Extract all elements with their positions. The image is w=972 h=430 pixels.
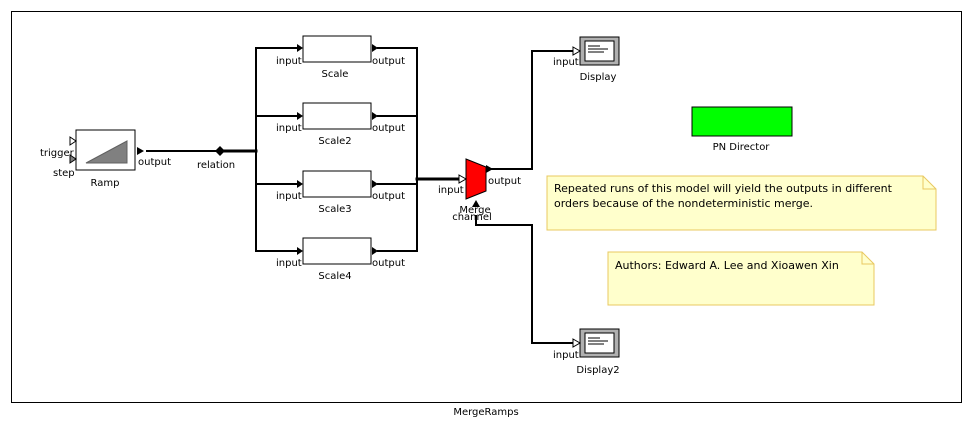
scale-actor-3[interactable] — [297, 170, 378, 198]
wire-channel-display2[interactable] — [475, 215, 574, 344]
display-actor-1[interactable] — [572, 36, 620, 66]
note-authors-box[interactable] — [607, 251, 875, 306]
wires — [146, 47, 574, 344]
note-authors-text: Authors: Edward A. Lee and Xioawen Xin — [615, 259, 839, 272]
merge-input-port[interactable] — [458, 174, 468, 184]
scale-input-port[interactable] — [297, 180, 303, 188]
scale4-name: Scale4 — [318, 271, 352, 282]
ramp-name: Ramp — [90, 178, 120, 189]
scale-actor-1[interactable] — [297, 35, 378, 63]
merge-channel-port[interactable] — [472, 200, 480, 207]
scale4-output-label: output — [372, 258, 405, 269]
ramp-output-label: output — [138, 157, 171, 168]
ramp-step-label: step — [53, 168, 75, 179]
scale3-input-label: input — [276, 191, 302, 202]
scale4-input-label: input — [276, 258, 302, 269]
scale-body[interactable] — [302, 35, 372, 63]
director-label: PN Director — [712, 142, 770, 153]
model-title: MergeRamps — [453, 407, 519, 418]
note-nondeterminism-box[interactable] — [546, 175, 937, 231]
scale2-input-label: input — [276, 123, 302, 134]
scale3-name: Scale3 — [318, 204, 352, 215]
ramp-step-port[interactable] — [69, 154, 77, 164]
display-screen-icon — [584, 40, 615, 62]
scale-output-port[interactable] — [372, 180, 378, 188]
scale-body[interactable] — [302, 170, 372, 198]
display-actor-2[interactable] — [572, 328, 620, 358]
display2-name: Display2 — [576, 365, 620, 376]
scale-name: Scale — [321, 69, 349, 80]
merge-input-label: input — [438, 185, 464, 196]
scale2-name: Scale2 — [318, 136, 352, 147]
merge-output-port[interactable] — [486, 165, 493, 173]
scale3-output-label: output — [372, 191, 405, 202]
director-block[interactable] — [691, 106, 793, 137]
display-input-port[interactable] — [572, 46, 582, 56]
merge-actor[interactable] — [458, 158, 493, 207]
scale-body[interactable] — [302, 102, 372, 130]
wire-merge-display[interactable] — [491, 50, 574, 170]
display-screen-icon — [584, 332, 615, 354]
scale-body[interactable] — [302, 237, 372, 265]
display-input-port[interactable] — [572, 338, 582, 348]
relation-name: relation — [196, 160, 236, 171]
scale-output-port[interactable] — [372, 247, 378, 255]
model-frame — [11, 11, 962, 403]
display-name: Display — [579, 72, 617, 83]
scale2-output-label: output — [372, 123, 405, 134]
scale-output-port[interactable] — [372, 112, 378, 120]
merge-channel-label: channel — [452, 212, 492, 223]
relation-diamond[interactable] — [215, 146, 225, 156]
note-nondeterminism-text: Repeated runs of this model will yield t… — [554, 182, 892, 210]
scale-input-port[interactable] — [297, 112, 303, 120]
scale-output-label: output — [372, 56, 405, 67]
ramp-actor[interactable] — [69, 129, 144, 171]
scale-output-port[interactable] — [372, 44, 378, 52]
scale-actor-2[interactable] — [297, 102, 378, 130]
scale-input-port[interactable] — [297, 247, 303, 255]
ramp-icon — [85, 140, 128, 164]
ramp-trigger-label: trigger — [40, 148, 74, 159]
merge-body[interactable] — [465, 158, 487, 200]
display-input-label: input — [553, 57, 579, 68]
ramp-trigger-port[interactable] — [69, 136, 77, 146]
merge-name: Merge — [459, 205, 491, 216]
merge-output-label: output — [488, 176, 521, 187]
display2-input-label: input — [553, 350, 579, 361]
scale-input-label: input — [276, 56, 302, 67]
scale-actor-4[interactable] — [297, 237, 378, 265]
scale-input-port[interactable] — [297, 44, 303, 52]
ramp-output-port[interactable] — [137, 147, 144, 155]
